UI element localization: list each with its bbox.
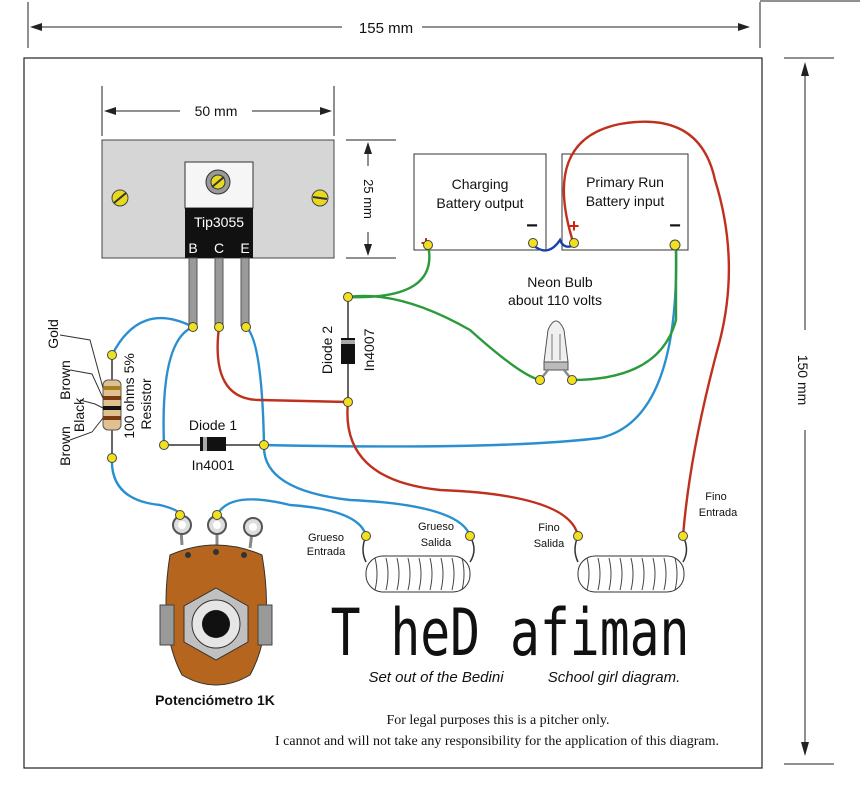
heatsink-height-label: 25 mm bbox=[361, 179, 376, 219]
wire-red-diode2-fino bbox=[346, 400, 580, 538]
transistor-pin-c: C bbox=[214, 240, 224, 256]
wire-blue-base-diode1 bbox=[162, 325, 195, 447]
width-dimension-label: 155 mm bbox=[359, 20, 413, 37]
height-dimension-label: 150 mm bbox=[795, 355, 811, 406]
wire-blue-pot-grueso bbox=[215, 498, 368, 538]
screw-left-icon bbox=[111, 189, 129, 207]
fino-salida-line2: Salida bbox=[534, 538, 565, 550]
disclaimer-line1: For legal purposes this is a pitcher onl… bbox=[386, 713, 609, 728]
brand-subtitle-left: Set out of the Bedini bbox=[368, 669, 504, 686]
grueso-salida-line2: Salida bbox=[421, 537, 452, 549]
diode1-part: In4001 bbox=[192, 457, 235, 473]
wire-blue-resistor-base bbox=[110, 317, 195, 357]
grueso-entrada-line2: Entrada bbox=[307, 546, 346, 558]
resistor-band-brown1: Brown bbox=[57, 360, 73, 400]
brand-title: T heD afiman bbox=[331, 595, 690, 671]
wire-red-primary-fino bbox=[562, 120, 731, 538]
wire-green-diode2-neon bbox=[346, 294, 542, 382]
primary-minus-sign: − bbox=[669, 215, 681, 237]
wire-blue-charging-primary bbox=[531, 237, 576, 252]
transistor-pin-e: E bbox=[240, 240, 249, 256]
grueso-entrada-line1: Grueso bbox=[308, 532, 344, 544]
neon-label-line1: Neon Bulb bbox=[527, 274, 593, 290]
primary-battery-line1: Primary Run bbox=[586, 174, 664, 190]
transistor-tip3055: Tip3055 B C E bbox=[184, 161, 254, 327]
diode2-name: Diode 2 bbox=[319, 326, 335, 374]
charging-battery-line2: Battery output bbox=[436, 195, 523, 211]
primary-battery-line2: Battery input bbox=[586, 193, 665, 209]
resistor-label: Resistor bbox=[138, 378, 154, 430]
heatsink-width-label: 50 mm bbox=[195, 103, 238, 119]
resistor-value: 100 ohms 5% bbox=[121, 353, 137, 439]
width-dimension: 155 mm bbox=[27, 0, 860, 48]
resistor-band-gold: Gold bbox=[45, 319, 61, 349]
wire-red-collector-diode2 bbox=[216, 325, 350, 404]
diode1-name: Diode 1 bbox=[189, 417, 237, 433]
transistor-name: Tip3055 bbox=[194, 214, 244, 230]
potentiometer-label: Potenciómetro 1K bbox=[155, 692, 275, 708]
wire-green-neon-primary bbox=[570, 243, 678, 382]
resistor-band-black: Black bbox=[71, 397, 87, 432]
wire-blue-diode1-primary bbox=[262, 243, 678, 448]
solder-points bbox=[107, 238, 688, 541]
charging-minus-sign: − bbox=[526, 215, 538, 237]
fino-entrada-line1: Fino bbox=[705, 491, 726, 503]
neon-bulb-icon bbox=[543, 320, 569, 371]
diode-1: Diode 1 In4001 bbox=[164, 417, 264, 473]
charging-battery: Charging Battery output + − bbox=[413, 153, 547, 253]
coil-fino bbox=[574, 535, 688, 593]
grueso-salida-line1: Grueso bbox=[418, 521, 454, 533]
brand-subtitle-right: School girl diagram. bbox=[548, 669, 681, 686]
diode2-part: In4007 bbox=[361, 328, 377, 371]
screw-right-icon bbox=[311, 189, 329, 207]
fino-entrada-line2: Entrada bbox=[699, 507, 738, 519]
primary-plus-sign: + bbox=[569, 216, 580, 236]
diode-2: Diode 2 In4007 bbox=[319, 297, 377, 402]
disclaimer-line2: I cannot and will not take any responsib… bbox=[275, 734, 719, 749]
resistor-100-ohm: Gold Brown Black Brown 100 ohms 5% Resis… bbox=[45, 319, 154, 466]
wires bbox=[110, 120, 731, 538]
transistor-pin-b: B bbox=[188, 240, 197, 256]
heatsink-width-dimension: 50 mm bbox=[101, 86, 335, 136]
charging-battery-line1: Charging bbox=[452, 176, 509, 192]
potentiometer-icon bbox=[159, 514, 273, 686]
fino-salida-line1: Fino bbox=[538, 522, 559, 534]
height-dimension: 150 mm bbox=[784, 57, 834, 765]
neon-label-line2: about 110 volts bbox=[508, 292, 602, 308]
primary-battery: Primary Run Battery input + − bbox=[561, 153, 689, 251]
heatsink-height-dimension: 25 mm bbox=[346, 139, 396, 259]
resistor-band-brown2: Brown bbox=[57, 426, 73, 466]
wire-blue-emitter-grueso bbox=[244, 325, 472, 538]
